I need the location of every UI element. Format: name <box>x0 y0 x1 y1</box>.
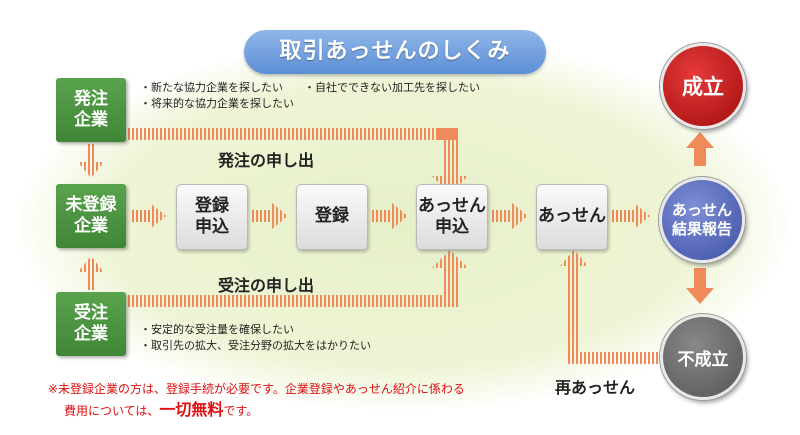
arrow-sai-assen <box>560 250 658 364</box>
arrow-hatchu-route <box>125 128 468 194</box>
footnote-line2-prefix: 費用については、 <box>64 404 160 418</box>
arrow-h2 <box>252 203 288 229</box>
juchu-note-1: ・安定的な受注量を確保したい <box>140 323 294 336</box>
arrow-h5 <box>612 203 650 229</box>
node-hatchu-kigyo: 発注 企業 <box>56 78 126 142</box>
hatchu-note-1a: ・新たな協力企業を探したい <box>140 81 283 94</box>
arrow-hatchu-route-solid <box>436 128 458 140</box>
hatchu-note-1b: ・自社でできない加工先を探したい <box>304 81 480 94</box>
node-assen-moushikomi: あっせん 申込 <box>416 184 488 250</box>
arrow-hatchu-down <box>78 144 104 178</box>
arrow-h1 <box>132 203 166 229</box>
footnote: ※未登録企業の方は、登録手続が必要です。企業登録やあっせん紹介に係わる 費用につ… <box>48 380 465 422</box>
arrow-h4 <box>492 203 528 229</box>
node-toroku: 登録 <box>296 184 368 250</box>
label-sai-assen: 再あっせん <box>555 378 636 397</box>
node-fuseiritsu: 不成立 <box>660 314 746 400</box>
node-assen: あっせん <box>536 184 608 250</box>
hatchu-notes: ・新たな協力企業を探したい ・自社でできない加工先を探したい ・将来的な協力企業… <box>140 80 480 112</box>
node-mitoroku-kigyo: 未登録 企業 <box>56 184 126 248</box>
arrow-juchu-route <box>125 250 468 307</box>
diagram-title: 取引あっせんのしくみ <box>244 30 546 74</box>
arrow-h3 <box>372 203 408 229</box>
label-hatchu-moushide: 発注の申し出 <box>218 151 315 170</box>
label-juchu-moushide: 受注の申し出 <box>218 276 315 295</box>
arrow-to-fuseiritsu <box>686 268 714 304</box>
node-toroku-moushikomi: 登録 申込 <box>176 184 248 250</box>
arrow-juchu-up <box>78 256 104 290</box>
juchu-notes: ・安定的な受注量を確保したい ・取引先の拡大、受注分野の拡大をはかりたい <box>140 322 371 354</box>
node-seiritsu: 成立 <box>660 43 746 129</box>
hatchu-note-2: ・将来的な協力企業を探したい <box>140 96 294 110</box>
footnote-free-emphasis: 一切無料 <box>159 400 224 419</box>
footnote-line2-suffix: です。 <box>223 404 259 418</box>
node-juchu-kigyo: 受注 企業 <box>56 292 126 356</box>
footnote-line1: ※未登録企業の方は、登録手続が必要です。企業登録やあっせん紹介に係わる <box>48 382 465 396</box>
juchu-note-2: ・取引先の拡大、受注分野の拡大をはかりたい <box>140 338 371 352</box>
arrow-to-seiritsu <box>686 132 714 166</box>
node-assen-kekka-houkoku: あっせん 結果報告 <box>659 177 745 263</box>
